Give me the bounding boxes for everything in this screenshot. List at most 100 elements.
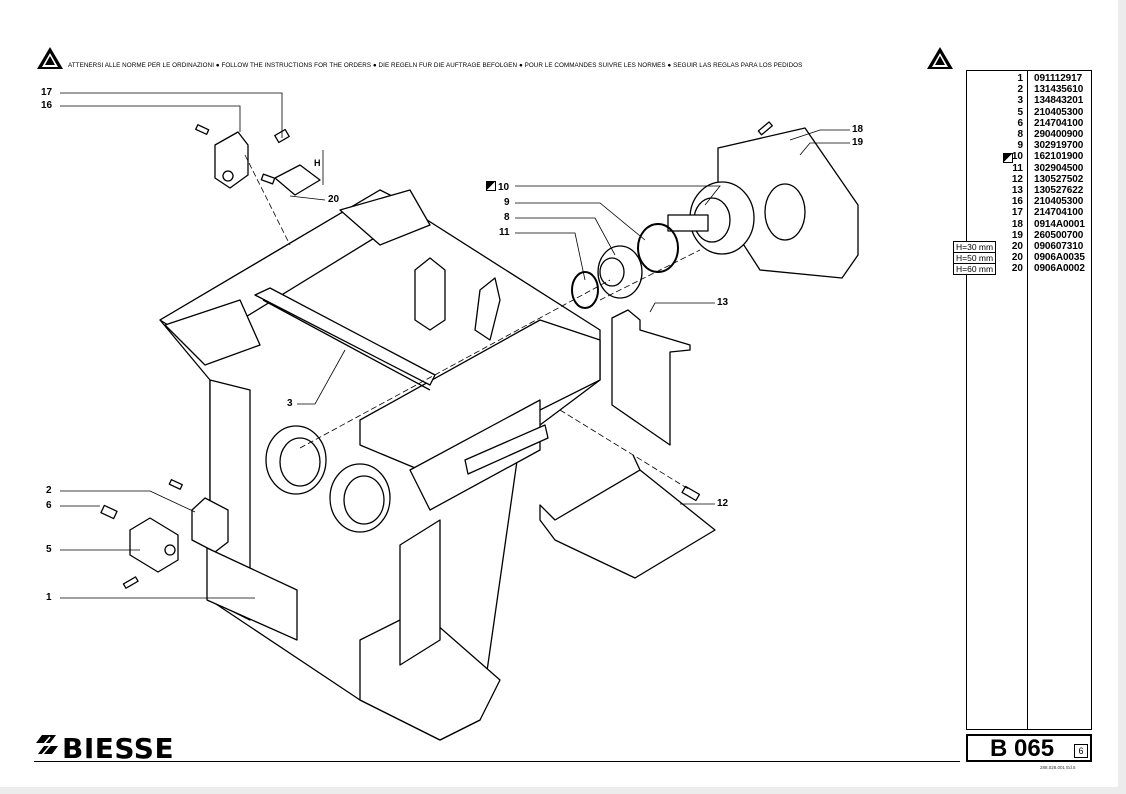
part-code: 090607310 — [1034, 241, 1084, 252]
housing-slot — [464, 424, 549, 475]
callout-2: 2 — [46, 485, 52, 496]
parts-list-row: 3 134843201 — [967, 95, 1093, 106]
parts-list-row: 5 210405300 — [967, 107, 1093, 118]
plate-part-20 — [274, 164, 321, 196]
callout-3: 3 — [287, 398, 293, 409]
part-code: 302904500 — [1034, 162, 1084, 174]
exploded-view-drawing — [60, 92, 859, 741]
callout-12: 12 — [717, 498, 729, 509]
callout-17: 17 — [41, 87, 53, 98]
height-note: H=50 mm — [953, 252, 997, 265]
parts-list-row: 13 130527622 — [967, 185, 1093, 196]
parts-list-row: 19 260500700 — [967, 230, 1093, 241]
block-part-5 — [129, 517, 179, 573]
part-position: 16 — [1011, 196, 1023, 208]
part-position: 12 — [1011, 173, 1023, 185]
callout-20: 20 — [328, 194, 340, 205]
dimension-label-h: H — [314, 158, 321, 168]
callout-5: 5 — [46, 544, 52, 555]
parts-list-row: H=50 mm 20 0906A0035 — [953, 252, 1093, 265]
height-note: H=60 mm — [953, 263, 997, 276]
part-code: 290400900 — [1034, 129, 1084, 140]
warning-triangle-icon — [37, 47, 63, 69]
part-position: 8 — [1017, 129, 1023, 140]
part-code: 260500700 — [1034, 229, 1084, 241]
callout-6: 6 — [46, 500, 52, 511]
brand-name: BIESSE — [62, 732, 175, 765]
parts-list-row: 8 290400900 — [967, 129, 1093, 140]
spare-part-marker-icon — [1003, 153, 1013, 164]
spare-part-marker-icon — [486, 181, 496, 191]
bottom-rule — [34, 761, 960, 762]
callout-13: 13 — [717, 297, 729, 308]
parts-list-row: 12 130527502 — [967, 174, 1093, 185]
part-code: 131435610 — [1034, 84, 1084, 96]
parts-list-divider — [1027, 71, 1028, 729]
part-position: 9 — [1017, 140, 1023, 152]
sheet-page: 6 — [1074, 744, 1088, 758]
banner-text: ATTENERSI ALLE NORME PER LE ORDINAZIONI … — [68, 62, 803, 69]
part-position: 2 — [1017, 84, 1023, 96]
parts-list-row: H=30 mm 20 090607310 — [953, 241, 1093, 253]
circlip-part-9 — [637, 223, 679, 273]
parts-list-row: 11 302904500 — [967, 163, 1093, 174]
part-code: 0906A0035 — [1034, 252, 1085, 264]
warning-triangle-icon — [927, 47, 953, 69]
cover-part-1 — [206, 547, 298, 641]
callout-1: 1 — [46, 592, 52, 603]
part-position: 20 — [1011, 241, 1023, 252]
parts-list-row: H=60 mm 20 0906A0002 — [953, 263, 1093, 276]
part-code: 210405300 — [1034, 196, 1084, 208]
part-position: 19 — [1011, 229, 1023, 241]
part-code: 0914A0001 — [1034, 218, 1085, 230]
parts-list-row: 9 302919700 — [967, 140, 1093, 151]
parts-list-row: 16 210405300 — [967, 196, 1093, 207]
bracket-part-13 — [611, 309, 691, 446]
part-position: 20 — [1011, 263, 1023, 275]
housing-lower-recess — [399, 519, 441, 666]
bracket-part-2 — [191, 497, 229, 553]
part-code: 210405300 — [1034, 106, 1084, 118]
part-position: 5 — [1017, 106, 1023, 118]
part-position: 3 — [1017, 95, 1023, 107]
parts-list-row: 18 0914A0001 — [967, 219, 1093, 230]
parts-list-row: 10 162101900 — [967, 151, 1093, 164]
part-position: 10 — [1011, 151, 1023, 163]
callout-18: 18 — [852, 124, 864, 135]
part-code: 214704100 — [1034, 207, 1084, 219]
part-code: 302919700 — [1034, 140, 1084, 152]
part-code: 130527502 — [1034, 173, 1084, 185]
part-position: 11 — [1012, 162, 1023, 174]
part-code: 162101900 — [1034, 151, 1084, 163]
part-code: 134843201 — [1034, 95, 1084, 107]
callout-19: 19 — [852, 137, 864, 148]
circlip-part-11 — [571, 271, 599, 309]
part-code: 130527622 — [1034, 185, 1084, 196]
housing-left-foot — [164, 299, 261, 366]
part-position: 1 — [1017, 73, 1023, 84]
housing-right-flange — [359, 319, 601, 471]
part-position: 18 — [1011, 218, 1023, 230]
height-note: H=30 mm — [953, 241, 997, 253]
part-code: 214704100 — [1034, 117, 1084, 129]
part-code: 0906A0002 — [1034, 263, 1085, 275]
housing-rear-pad — [339, 189, 431, 246]
parts-list-row: 2 131435610 — [967, 84, 1093, 95]
parts-list-row: 17 214704100 — [967, 207, 1093, 218]
tray-part-12 — [539, 469, 716, 579]
order-instructions-banner: ATTENERSI ALLE NORME PER LE ORDINAZIONI … — [36, 44, 954, 72]
part-position: 20 — [1011, 252, 1023, 264]
part-position: 13 — [1011, 185, 1023, 196]
callout-11: 11 — [499, 227, 510, 238]
callout-8: 8 — [504, 212, 510, 223]
biesse-logo-icon — [36, 735, 58, 756]
part-position: 17 — [1011, 207, 1023, 219]
callout-10: 10 — [486, 181, 509, 193]
sheet-code: B 065 — [990, 735, 1055, 762]
document-reference: 288.028.001 Ed.5 — [1040, 765, 1076, 770]
callout-16: 16 — [41, 100, 53, 111]
